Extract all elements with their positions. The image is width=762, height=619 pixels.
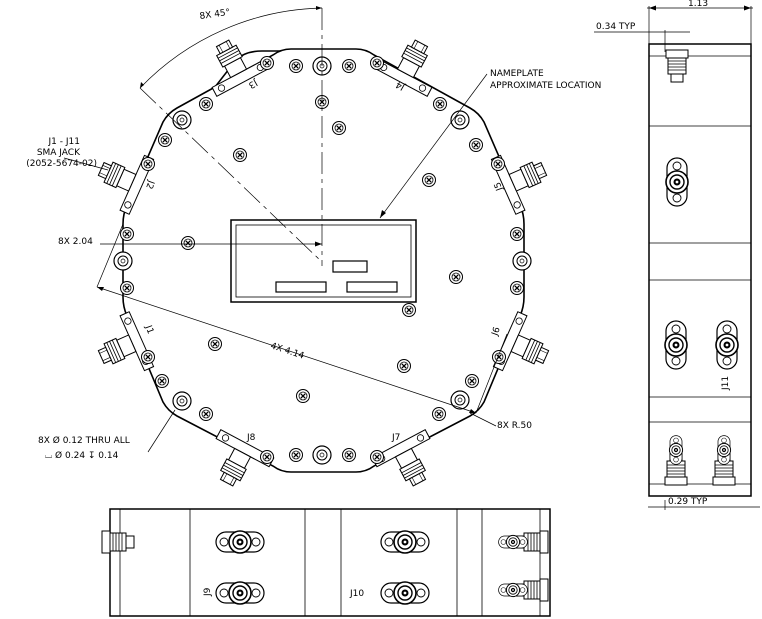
angle-label: 8X 45°	[199, 8, 231, 22]
dimension-lines	[63, 6, 508, 453]
j10-label: J10	[349, 589, 364, 599]
nameplate-label-2: APPROXIMATE LOCATION	[490, 81, 601, 91]
hole-label-2: ⌴ Ø 0.24 ↧ 0.14	[45, 450, 119, 461]
j8-label: J8	[246, 433, 256, 443]
hole-label-1: 8X Ø 0.12 THRU ALL	[38, 435, 130, 446]
connector-label-3: (2052-5674-02)	[26, 159, 97, 169]
connector-label-1: J1 - J11	[48, 137, 80, 147]
j6-label: J6	[490, 326, 503, 338]
radius-label: 8X R.50	[497, 421, 532, 431]
flat-dimension: 8X 2.04	[58, 237, 93, 247]
side-view	[594, 5, 760, 510]
j2-label: J2	[143, 178, 156, 190]
j9-label: J9	[203, 587, 213, 597]
j5-label: J5	[493, 180, 506, 192]
j3-label: J3	[246, 76, 259, 89]
j1-label: J1	[142, 323, 155, 335]
bottom-view	[101, 508, 551, 617]
j7-label: J7	[391, 433, 400, 443]
connector-label-2: SMA JACK	[37, 148, 81, 158]
top-typ-dimension: 0.34 TYP	[596, 22, 636, 32]
nameplate	[230, 219, 417, 303]
nameplate-label-1: NAMEPLATE	[490, 69, 544, 79]
bottom-typ-dimension: 0.29 TYP	[668, 497, 708, 507]
width-dimension: 1.13	[688, 0, 708, 9]
j11-label: J11	[721, 376, 731, 391]
